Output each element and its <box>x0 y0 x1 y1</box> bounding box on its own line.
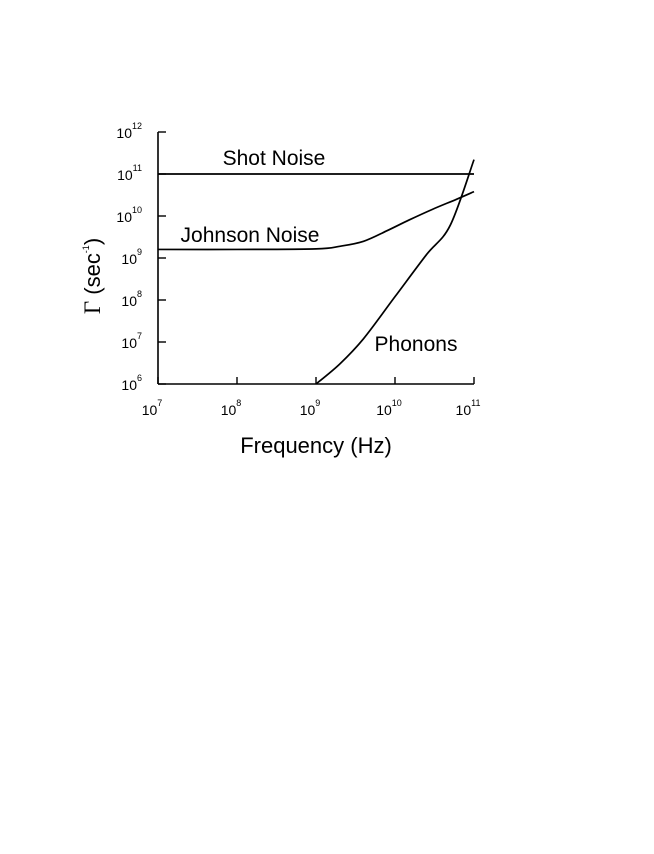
shot-noise-label: Shot Noise <box>223 147 326 170</box>
y-axis-title: Γ (sec-1) <box>80 238 105 314</box>
x-axis-title: Frequency (Hz) <box>240 433 392 458</box>
y-tick-label: 1012 <box>116 121 142 141</box>
y-tick-label: 109 <box>121 247 142 267</box>
y-axis-unit: (sec <box>80 253 105 301</box>
y-tick-label: 108 <box>121 289 142 309</box>
y-tick-label: 1010 <box>116 205 142 225</box>
x-tick-label: 109 <box>300 398 321 418</box>
johnson-noise-label: Johnson Noise <box>181 224 320 247</box>
x-tick-label: 1010 <box>376 398 402 418</box>
x-tick-label: 108 <box>221 398 242 418</box>
y-tick-label: 106 <box>121 373 142 393</box>
y-tick-label: 1011 <box>117 163 142 183</box>
y-tick-label: 107 <box>121 331 142 351</box>
y-axis-close: ) <box>80 238 105 245</box>
phonons-curve <box>315 159 475 385</box>
y-axis-exponent: -1 <box>81 245 91 253</box>
x-tick-label: 107 <box>142 398 163 418</box>
x-tick-label: 1011 <box>456 398 481 418</box>
svg-text:Γ (sec-1): Γ (sec-1) <box>80 238 105 314</box>
phonons-label: Phonons <box>375 333 458 356</box>
curves <box>157 159 475 385</box>
johnson-noise-curve <box>157 190 475 251</box>
y-axis-symbol: Γ <box>80 301 105 314</box>
